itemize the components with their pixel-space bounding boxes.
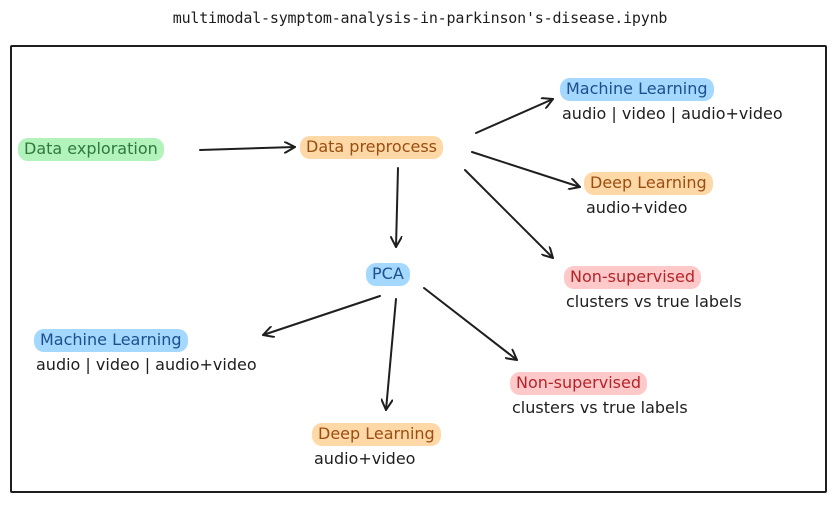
ml-top-sub: audio | video | audio+video <box>562 104 783 123</box>
node-dl-bottom: Deep Learning audio+video <box>312 423 441 467</box>
arrow-preprocess-to-ml <box>475 99 554 134</box>
arrow-preprocess-to-dl <box>471 151 581 187</box>
node-ml-bottom: Machine Learning audio | video | audio+v… <box>34 329 257 373</box>
arrow-preprocess-to-pca <box>396 167 398 248</box>
node-ml-top: Machine Learning audio | video | audio+v… <box>560 78 783 122</box>
dl-top-sub: audio+video <box>586 198 688 217</box>
diagram-frame <box>10 45 827 493</box>
arrow-pca-to-dl <box>386 298 397 411</box>
data-exploration-label: Data exploration <box>18 138 164 161</box>
node-dl-top: Deep Learning audio+video <box>584 172 713 216</box>
node-ns-top: Non-supervised clusters vs true labels <box>564 266 742 310</box>
ns-top-sub: clusters vs true labels <box>566 292 742 311</box>
ns-bottom-label: Non-supervised <box>510 372 647 395</box>
ns-bottom-sub: clusters vs true labels <box>512 398 688 417</box>
node-data-preprocess: Data preprocess <box>300 136 443 159</box>
node-data-exploration: Data exploration <box>18 138 164 161</box>
node-ns-bottom: Non-supervised clusters vs true labels <box>510 372 688 416</box>
notebook-title: multimodal-symptom-analysis-in-parkinson… <box>172 9 668 27</box>
arrow-exploration-to-preprocess <box>199 147 296 150</box>
dl-bottom-sub: audio+video <box>314 449 416 468</box>
ns-top-label: Non-supervised <box>564 266 701 289</box>
ml-bottom-label: Machine Learning <box>34 329 188 352</box>
dl-top-label: Deep Learning <box>584 172 713 195</box>
node-pca: PCA <box>366 263 410 286</box>
dl-bottom-label: Deep Learning <box>312 423 441 446</box>
ml-top-label: Machine Learning <box>560 78 714 101</box>
data-preprocess-label: Data preprocess <box>300 136 443 159</box>
arrow-pca-to-ml <box>262 295 381 335</box>
ml-bottom-sub: audio | video | audio+video <box>36 355 257 374</box>
arrow-preprocess-to-ns <box>464 169 554 259</box>
pca-label: PCA <box>366 263 410 286</box>
arrow-pca-to-ns <box>423 287 518 361</box>
